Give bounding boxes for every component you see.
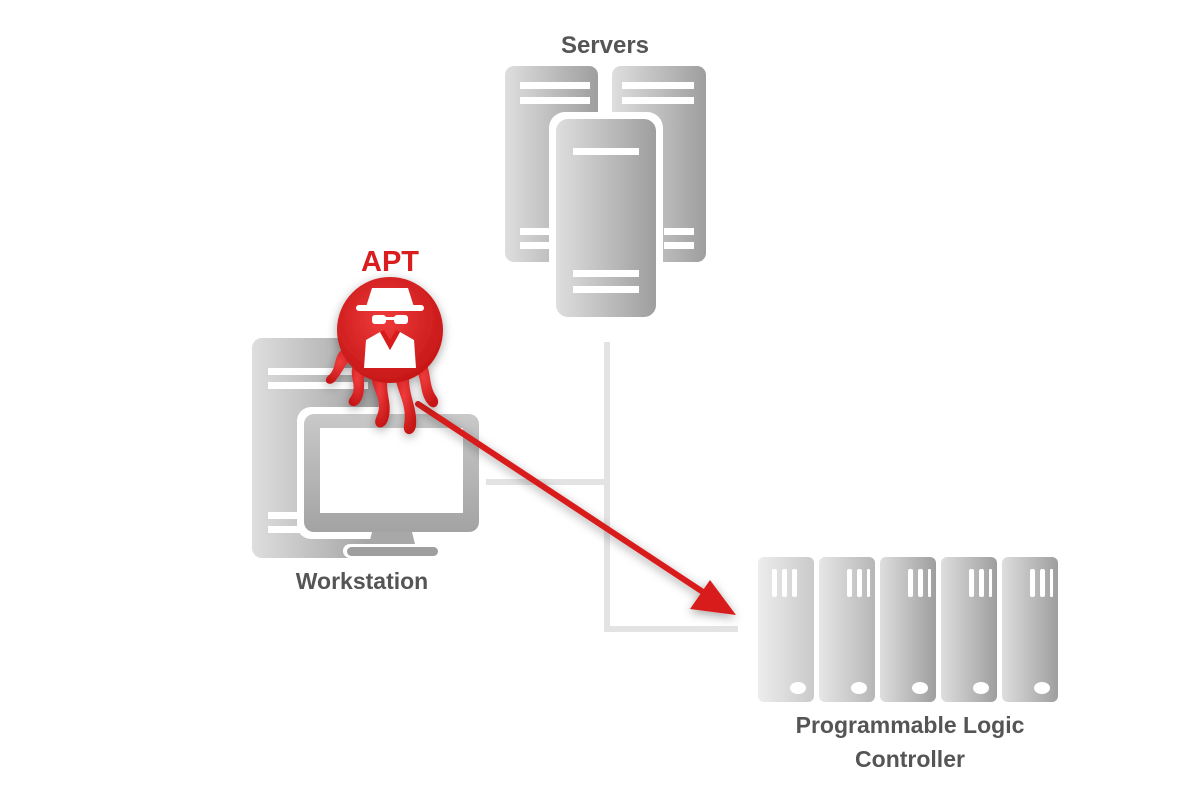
apt-label: APT [361, 246, 419, 278]
network-links [485, 342, 738, 632]
plc-module [819, 557, 875, 702]
plc-module [1002, 557, 1058, 702]
servers-label: Servers [560, 32, 650, 59]
plc-module [880, 557, 936, 702]
plc-label-line-2: Controller [855, 746, 965, 772]
attack-arrow-icon [415, 401, 736, 615]
plc-icon[interactable] [758, 557, 1058, 702]
plc-module [941, 557, 997, 702]
plc-module [758, 557, 814, 702]
workstation-icon[interactable] [252, 338, 486, 558]
workstation-label: Workstation [295, 568, 429, 594]
plc-label-line-1: Programmable Logic [795, 712, 1025, 738]
servers-icon[interactable] [505, 66, 706, 322]
plc-label: Programmable Logic Controller [755, 708, 1065, 776]
apt-spy-icon[interactable] [325, 277, 443, 435]
